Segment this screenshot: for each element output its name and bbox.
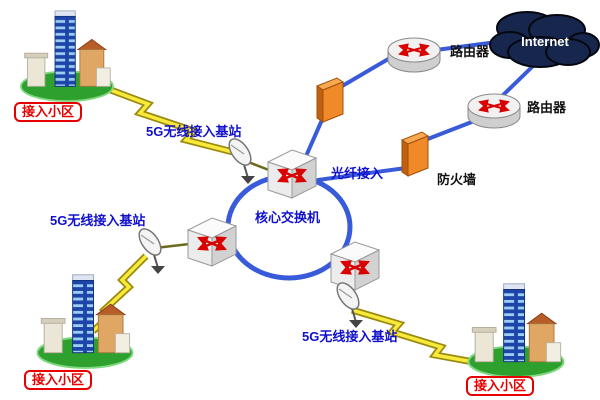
link-internet-router2 xyxy=(496,64,535,102)
firewall-icon xyxy=(401,131,429,177)
router-top-label: 路由器 xyxy=(450,44,490,59)
buildings-icon xyxy=(20,9,114,102)
router-icon xyxy=(468,94,520,128)
lightning-bottom xyxy=(351,308,480,365)
router-icon xyxy=(388,38,440,72)
cloud-icon xyxy=(489,11,600,68)
core-switch-label: 核心交换机 xyxy=(255,210,321,225)
community-bottom-right-label: 接入小区 xyxy=(466,376,535,396)
fiber-access-label: 光纤接入 xyxy=(331,166,384,181)
buildings-icon xyxy=(36,273,134,369)
community-top-left-label: 接入小区 xyxy=(14,102,83,122)
switch-icon xyxy=(268,150,316,198)
community-bottom-left-label: 接入小区 xyxy=(24,370,93,390)
base-station-top-label: 5G无线接入基站 xyxy=(146,124,242,139)
base-station-bottom-label: 5G无线接入基站 xyxy=(302,329,398,344)
link-firewall2-switch xyxy=(316,166,408,182)
internet-label: Internet xyxy=(521,34,569,49)
switch-icon xyxy=(331,242,379,290)
firewall-icon xyxy=(316,77,344,123)
firewall-label: 防火墙 xyxy=(437,172,477,187)
lightning-outline xyxy=(98,82,234,156)
buildings-icon xyxy=(467,282,565,378)
lightning-top xyxy=(99,84,234,154)
satellite-dish-icon xyxy=(223,134,257,185)
base-station-left-label: 5G无线接入基站 xyxy=(50,213,146,228)
router-right-label: 路由器 xyxy=(527,100,567,115)
switch-icon xyxy=(188,218,236,266)
